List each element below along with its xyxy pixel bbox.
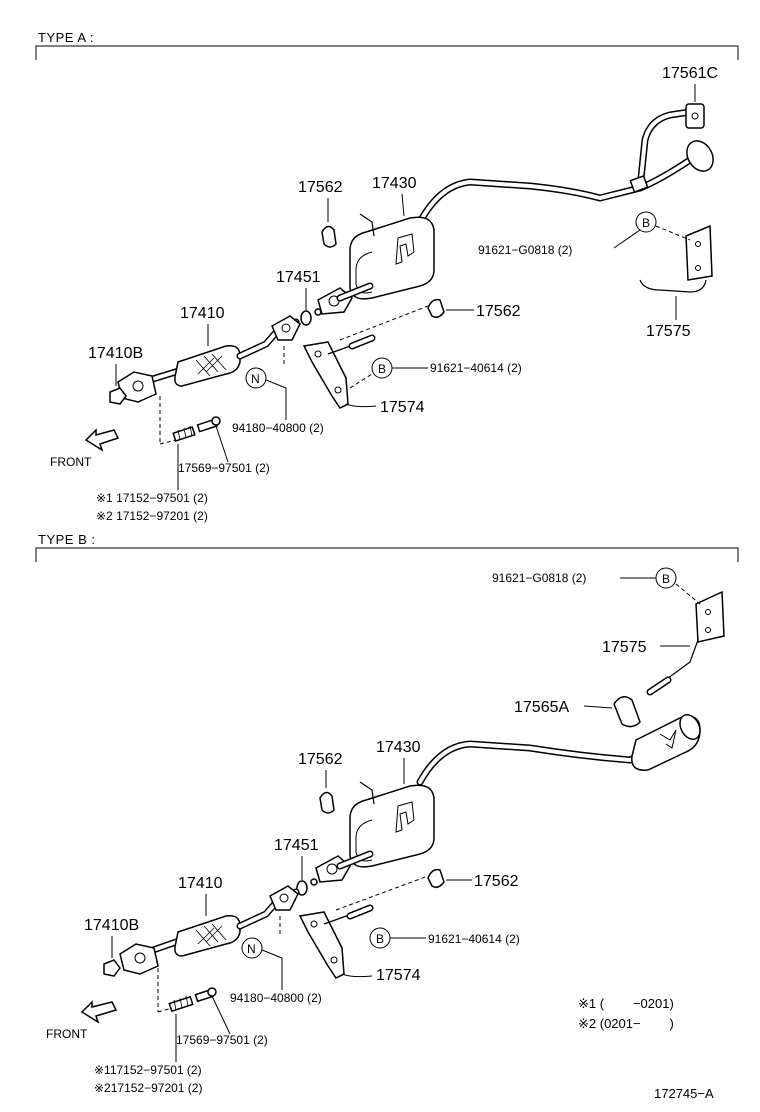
label-17569: 17569−97501 (2) [178, 461, 270, 475]
hanger-17562-top-b [319, 791, 335, 814]
label-17562-top: 17562 [298, 179, 343, 196]
label-17562-right: 17562 [476, 303, 521, 320]
label-17410-b: 17410 [178, 875, 223, 892]
front-label-b: FRONT [46, 1027, 88, 1041]
type-a-section: TYPE A : 17561C 17430 17562 [35, 30, 739, 523]
gasket-17451-b [296, 880, 308, 896]
svg-text:B: B [662, 572, 670, 586]
label-17574-a: 17574 [380, 399, 425, 416]
note2-a: ※2 17152−97201 (2) [96, 509, 208, 523]
label-17575-a: 17575 [646, 323, 691, 340]
legend-row-2: ※2 (0201− ) [578, 1016, 674, 1031]
note1-a: ※1 17152−97501 (2) [96, 491, 208, 505]
hanger-17562-right-b [427, 868, 445, 889]
gasket-17451 [300, 310, 312, 326]
type-b-bracket-17575 [646, 590, 725, 696]
label-17562-right-b: 17562 [474, 873, 519, 890]
type-b-bolts [168, 987, 217, 1013]
nut-17410b [109, 387, 127, 405]
svg-text:B: B [642, 216, 650, 230]
label-91621-40614-b: 91621−40614 (2) [428, 932, 520, 946]
svg-text:B: B [378, 362, 386, 376]
svg-text:N: N [247, 942, 256, 956]
hanger-17565a [613, 696, 641, 728]
flange-muffler-inlet-b [315, 855, 351, 883]
label-17575-b: 17575 [602, 639, 647, 656]
front-arrow-icon-b [80, 1000, 118, 1024]
label-17451-b: 17451 [274, 837, 319, 854]
type-a-tail-pipe [416, 108, 714, 226]
note1-b: ※117152−97501 (2) [94, 1063, 202, 1077]
label-17574-b: 17574 [376, 967, 421, 984]
type-b-muffler [349, 781, 435, 868]
type-a-bolts [172, 416, 221, 442]
type-b-tail-pipe [416, 714, 701, 786]
type-a-bracket-17575 [639, 224, 713, 293]
tail-pipe-tip [686, 140, 714, 172]
front-arrow-icon [84, 428, 120, 452]
label-17430-b: 17430 [376, 739, 421, 756]
label-17451: 17451 [276, 269, 321, 286]
label-17410: 17410 [180, 305, 225, 322]
label-91621-40614-a: 91621−40614 (2) [430, 361, 522, 375]
nut-17410b-b [103, 959, 121, 977]
label-17410b: 17410B [88, 345, 143, 362]
legend-row-1: ※1 ( −0201) [578, 996, 674, 1011]
pipe-clamp [629, 175, 649, 193]
label-94180-b: 94180−40800 (2) [230, 991, 322, 1005]
circle-b-a-upper [635, 211, 657, 233]
type-a-header: TYPE A : [38, 30, 94, 45]
label-17410b-b: 17410B [84, 917, 139, 934]
type-b-front-pipe [119, 885, 300, 975]
circle-n-a [245, 367, 267, 389]
svg-text:B: B [376, 932, 384, 946]
hanger-17562-top [321, 225, 337, 248]
type-a-frame [35, 45, 739, 60]
label-94180-a: 94180−40800 (2) [232, 421, 324, 435]
circle-n-b [241, 937, 263, 959]
front-label-a: FRONT [50, 455, 92, 469]
note2-b: ※217152−97201 (2) [94, 1081, 202, 1095]
label-17561c: 17561C [662, 65, 718, 82]
type-b-header: TYPE B : [38, 532, 95, 547]
type-a-bracket-17574 [302, 334, 376, 409]
label-91621g-b: 91621−G0818 (2) [492, 571, 586, 585]
svg-text:N: N [251, 372, 260, 386]
hanger-17562-right [427, 298, 445, 319]
type-a-muffler [349, 213, 435, 300]
label-17562-top-b: 17562 [298, 751, 343, 768]
hanger-17561c [685, 103, 705, 129]
label-91621g-a: 91621−G0818 (2) [478, 243, 572, 257]
label-17430: 17430 [372, 175, 417, 192]
type-b-frame [35, 547, 739, 562]
label-17565a: 17565A [514, 699, 569, 716]
type-b-bracket-17574 [298, 904, 374, 979]
figure-id: 172745−A [654, 1086, 714, 1101]
type-a-front-pipe [117, 315, 301, 403]
type-b-section: TYPE B : B 91621−G0818 (2) 17575 17565A [35, 532, 739, 1095]
label-17569-b: 17569−97501 (2) [176, 1033, 268, 1047]
